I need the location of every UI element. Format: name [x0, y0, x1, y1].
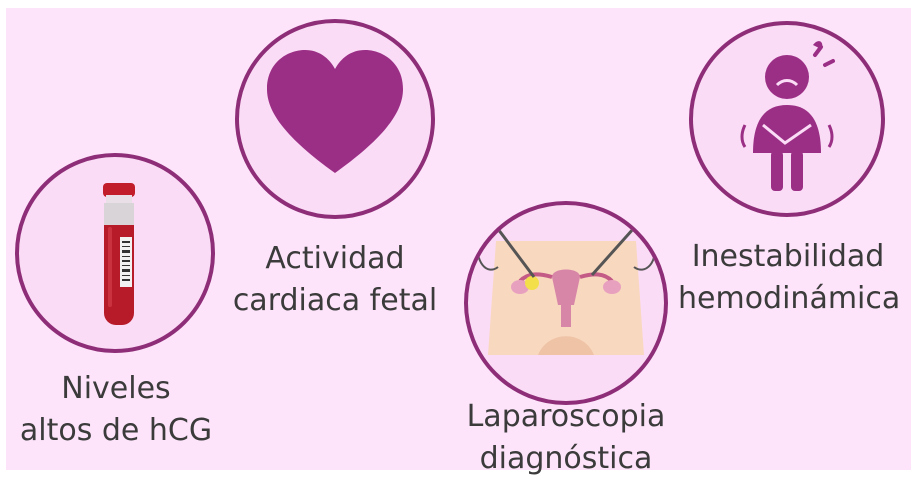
heart-label-line-1: Actividad: [265, 241, 405, 276]
heart-label-line-2: cardiaca fetal: [232, 283, 438, 318]
instab-label: Inestabilidad hemodinámica: [678, 236, 901, 320]
diagram-canvas: Niveles altos de hCG Actividad cardiaca …: [6, 8, 911, 476]
heart-icon: [267, 50, 403, 173]
lap-label-line-1: Laparoscopia: [466, 399, 666, 434]
instab-circle: [689, 21, 885, 217]
hcg-label-line-1: Niveles: [61, 371, 171, 406]
laparoscopy-uterus-icon: [476, 209, 657, 355]
instab-label-line-2: hemodinámica: [678, 281, 901, 316]
instab-label-line-1: Inestabilidad: [691, 239, 885, 274]
lap-label: Laparoscopia diagnóstica: [451, 396, 681, 480]
lap-label-line-2: diagnóstica: [479, 441, 653, 476]
dizzy-woman-icon: [740, 41, 835, 191]
hcg-circle: [15, 153, 215, 353]
heart-circle: [235, 19, 435, 219]
heart-label: Actividad cardiaca fetal: [226, 238, 444, 322]
hcg-label-line-2: altos de hCG: [19, 413, 213, 448]
lap-circle: [464, 201, 668, 405]
hcg-label: Niveles altos de hCG: [11, 368, 221, 452]
blood-test-tube-icon: [103, 183, 135, 325]
